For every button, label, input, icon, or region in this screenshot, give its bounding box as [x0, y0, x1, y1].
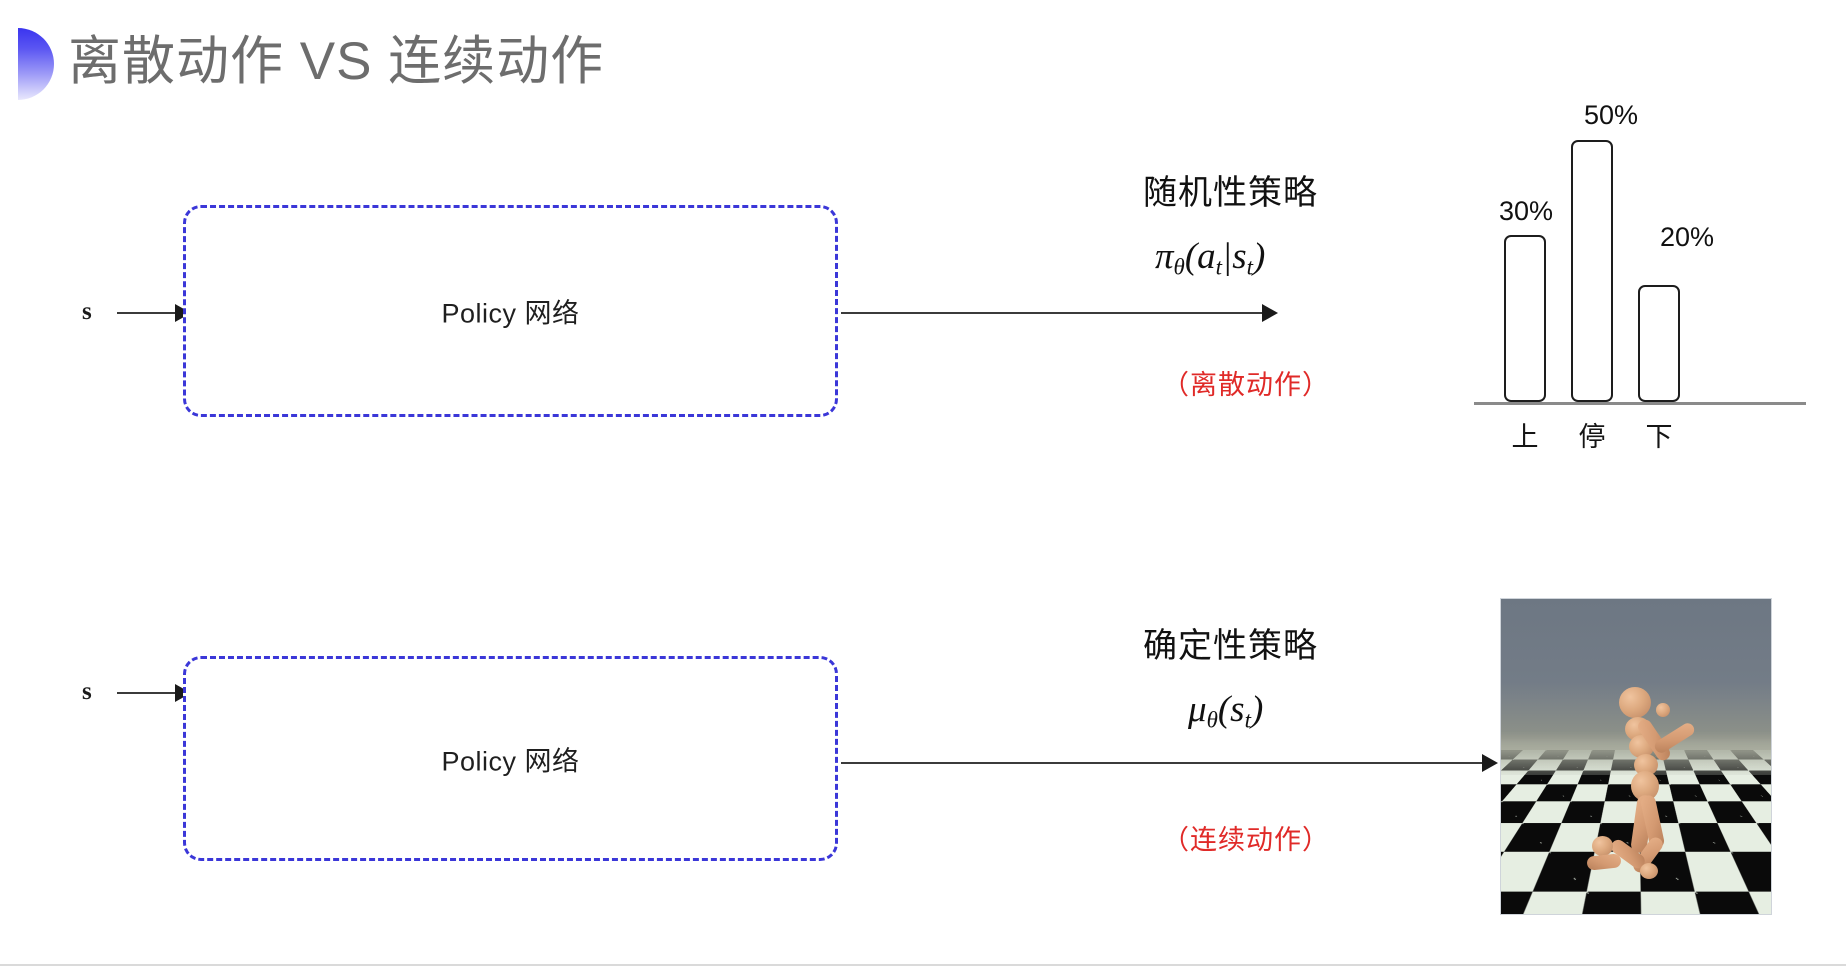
- bar-2: [1638, 285, 1680, 402]
- bar-0: [1504, 235, 1546, 402]
- bar-1: [1571, 140, 1613, 402]
- bar-category-2: 下: [1645, 422, 1673, 452]
- page-title: 离散动作 VS 连续动作: [68, 32, 605, 91]
- output-arrow-head-row1: [1262, 304, 1278, 322]
- humanoid-head: [1619, 687, 1651, 718]
- formula-mu-symbol: μ: [1188, 689, 1207, 730]
- formula-theta-subscript: θ: [1173, 254, 1185, 280]
- chart-x-axis: [1474, 402, 1806, 405]
- policy-network-box-row1[interactable]: Policy 网络: [183, 205, 838, 417]
- action-note-row2: （连续动作）: [1162, 825, 1330, 855]
- policy-formula-row1: πθ(at|st): [1155, 235, 1265, 280]
- policy-formula-row2: μθ(st): [1188, 688, 1263, 733]
- slide-bottom-edge: [0, 964, 1846, 966]
- policy-type-title-row2: 确定性策略: [1143, 627, 1318, 665]
- formula-open-args: (a: [1184, 236, 1216, 277]
- formula-open-args-row2: (s: [1217, 689, 1245, 730]
- formula-pi-symbol: π: [1155, 236, 1174, 277]
- action-note-row1: （离散动作）: [1162, 370, 1330, 400]
- formula-theta-subscript-row2: θ: [1206, 707, 1218, 733]
- bar-value-label-0: 30%: [1498, 196, 1554, 226]
- state-label-row2: s: [82, 678, 92, 705]
- output-arrow-head-row2: [1482, 754, 1498, 772]
- policy-network-label-row1: Policy 网络: [441, 298, 580, 329]
- output-arrow-line-row1: [841, 312, 1273, 314]
- bar-category-0: 上: [1511, 422, 1539, 452]
- policy-network-box-row2[interactable]: Policy 网络: [183, 656, 838, 861]
- formula-t-subscript-2: t: [1246, 254, 1253, 280]
- state-label-row1: s: [82, 298, 92, 325]
- bar-value-label-2: 20%: [1659, 222, 1715, 252]
- humanoid-lower-torso: [1634, 754, 1658, 776]
- formula-close-paren: ): [1252, 236, 1266, 277]
- output-arrow-line-row2: [841, 762, 1493, 764]
- formula-close-paren-row2: ): [1250, 689, 1264, 730]
- title-bullet-icon: [18, 28, 54, 100]
- bar-value-label-1: 50%: [1583, 100, 1639, 130]
- formula-given-s: |s: [1222, 236, 1247, 277]
- policy-network-label-row2: Policy 网络: [441, 746, 580, 776]
- input-arrow-line-row2: [117, 692, 189, 694]
- formula-t-subscript-1: t: [1215, 254, 1223, 280]
- humanoid-foot-front: [1640, 863, 1658, 879]
- bar-category-1: 停: [1578, 422, 1606, 452]
- discrete-action-bar-chart: 30% 50% 20% 上 停 下: [1470, 100, 1846, 452]
- policy-type-title-row1: 随机性策略: [1143, 174, 1318, 212]
- input-arrow-line-row1: [117, 312, 189, 314]
- humanoid-hand: [1656, 703, 1670, 717]
- humanoid-simulation-image: [1500, 598, 1772, 915]
- humanoid-knee: [1592, 836, 1613, 856]
- formula-t-subscript-row2: t: [1244, 707, 1251, 733]
